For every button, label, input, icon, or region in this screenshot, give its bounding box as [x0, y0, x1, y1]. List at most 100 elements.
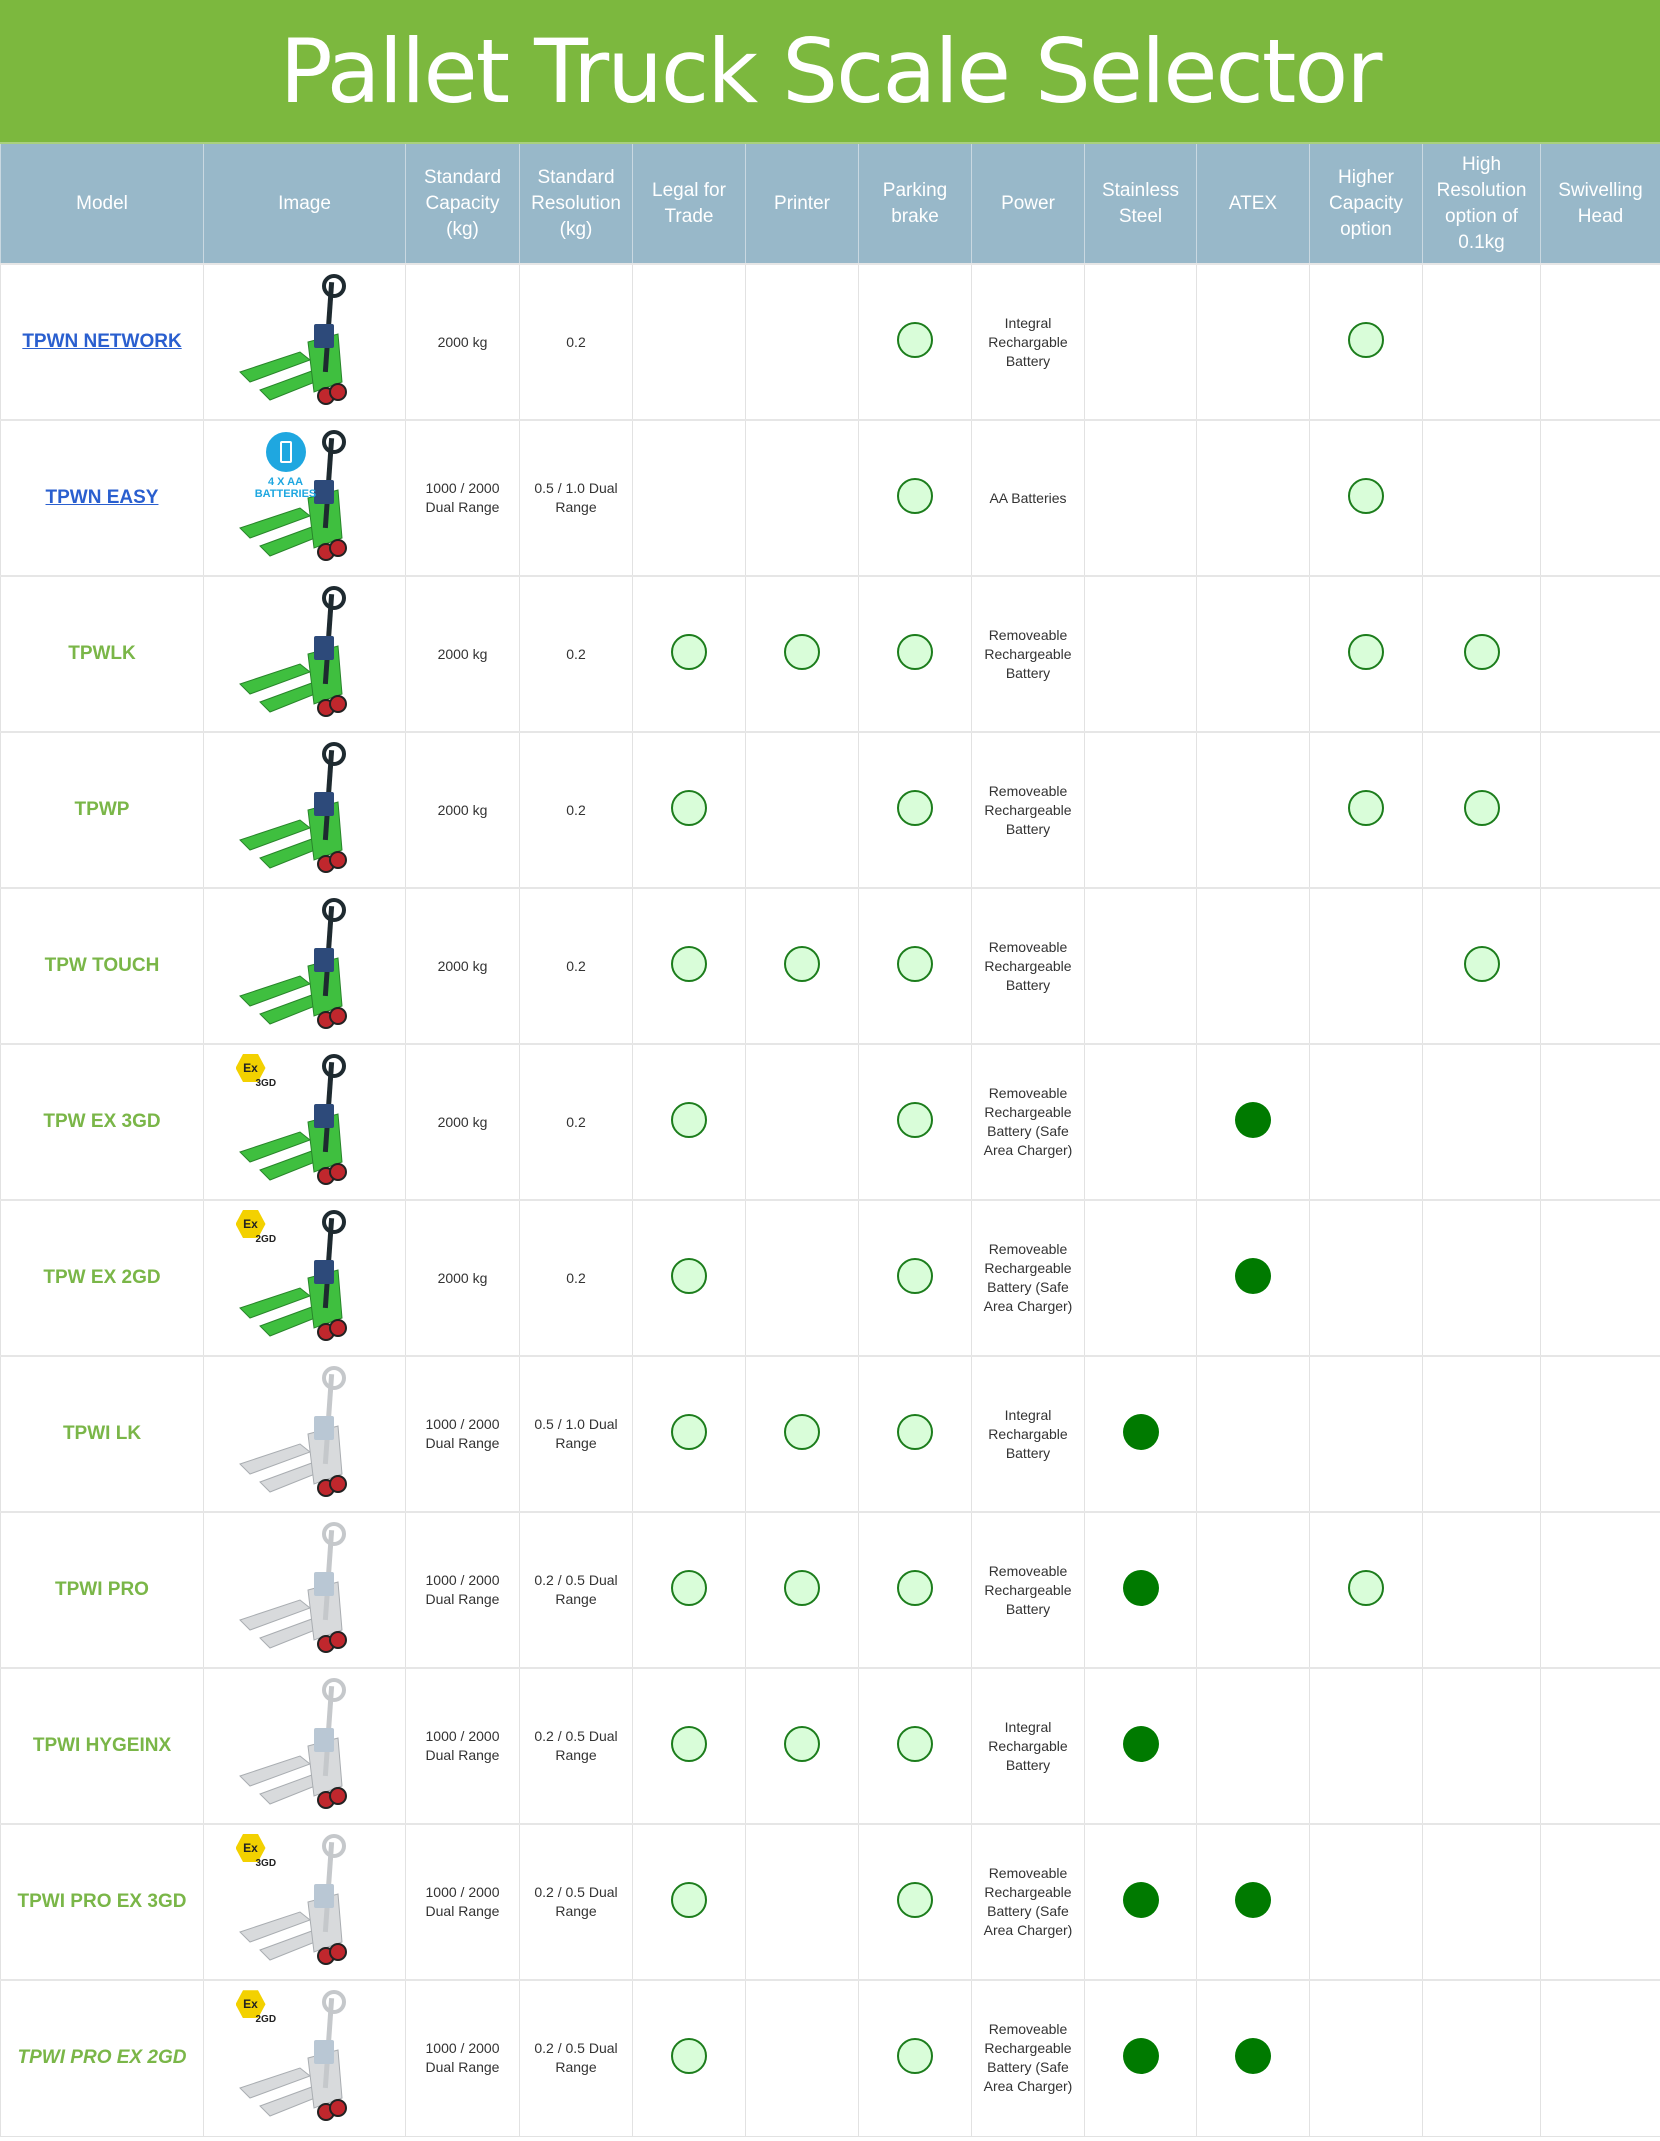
column-header-parking-brake: Parking brake — [858, 142, 972, 265]
swivel-cell — [1540, 1043, 1660, 1201]
model-cell: TPWI LK — [0, 1355, 204, 1513]
filled-circle-icon — [1235, 1881, 1271, 1918]
pallet-truck-icon — [238, 274, 347, 405]
atex-category: 3GD — [255, 1078, 277, 1089]
capacity-cell: 1000 / 2000 Dual Range — [405, 1511, 520, 1669]
highres-cell — [1422, 575, 1541, 733]
image-cell — [203, 887, 406, 1045]
resolution-cell: 0.2 — [519, 731, 633, 889]
image-cell — [203, 575, 406, 733]
swivel-cell — [1540, 419, 1660, 577]
column-header-model: Model — [0, 142, 204, 265]
resolution-cell: 0.2 — [519, 575, 633, 733]
model-cell: TPWI PRO EX 2GD — [0, 1979, 204, 2137]
open-circle-icon — [897, 321, 933, 358]
model-name: TPWI PRO EX 2GD — [17, 2047, 187, 2069]
capacity-cell: 1000 / 2000 Dual Range — [405, 419, 520, 577]
column-header-power: Power — [971, 142, 1085, 265]
atex-category: 2GD — [255, 1234, 277, 1245]
power-cell: Integral Rechargable Battery — [971, 263, 1085, 421]
open-circle-icon — [784, 1725, 820, 1762]
open-circle-icon — [897, 2037, 933, 2074]
higher-cell — [1309, 1667, 1423, 1825]
image-cell — [203, 731, 406, 889]
highres-cell — [1422, 419, 1541, 577]
highres-cell — [1422, 1043, 1541, 1201]
atex-cell — [1196, 1199, 1310, 1357]
open-circle-icon — [1463, 945, 1500, 982]
highres-cell — [1422, 263, 1541, 421]
parking-cell — [858, 887, 972, 1045]
column-header-capacity: Standard Capacity (kg) — [405, 142, 520, 265]
atex-cell — [1196, 419, 1310, 577]
model-cell: TPW EX 2GD — [0, 1199, 204, 1357]
higher-cell — [1309, 419, 1423, 577]
open-circle-icon — [671, 789, 707, 826]
resolution-cell: 0.2 — [519, 1043, 633, 1201]
model-cell: TPWN EASY — [0, 419, 204, 577]
product-image: 4 X AA BATTERIES — [230, 428, 380, 568]
open-circle-icon — [897, 1101, 933, 1138]
column-header-swivelling-head: Swivelling Head — [1540, 142, 1660, 265]
column-header-resolution: Standard Resolution (kg) — [519, 142, 633, 265]
model-name: TPWI PRO — [55, 1579, 149, 1600]
legal-cell — [632, 263, 746, 421]
model-cell: TPWI PRO — [0, 1511, 204, 1669]
printer-cell — [745, 1199, 859, 1357]
stainless-cell — [1084, 1823, 1197, 1981]
resolution-cell: 0.2 — [519, 263, 633, 421]
open-circle-icon — [784, 1569, 820, 1606]
swivel-cell — [1540, 1355, 1660, 1513]
swivel-cell — [1540, 1667, 1660, 1825]
open-circle-icon — [897, 1881, 933, 1918]
open-circle-icon — [671, 633, 707, 670]
highres-cell — [1422, 1823, 1541, 1981]
model-link[interactable]: TPWN NETWORK — [22, 331, 182, 352]
atex-cell — [1196, 1823, 1310, 1981]
open-circle-icon — [784, 1413, 820, 1450]
image-cell — [203, 1511, 406, 1669]
legal-cell — [632, 887, 746, 1045]
product-image — [230, 584, 380, 724]
atex-cell — [1196, 1667, 1310, 1825]
legal-cell — [632, 1199, 746, 1357]
filled-circle-icon — [1122, 2037, 1159, 2074]
product-image — [230, 1676, 380, 1816]
printer-cell — [745, 419, 859, 577]
atex-category: 3GD — [255, 1858, 277, 1869]
image-cell — [203, 1355, 406, 1513]
power-cell: Integral Rechargable Battery — [971, 1355, 1085, 1513]
highres-cell — [1422, 1667, 1541, 1825]
pallet-truck-icon — [238, 1366, 347, 1497]
open-circle-icon — [897, 789, 933, 826]
resolution-cell: 0.2 / 0.5 Dual Range — [519, 1667, 633, 1825]
open-circle-icon — [897, 1413, 933, 1450]
capacity-cell: 2000 kg — [405, 731, 520, 889]
higher-cell — [1309, 575, 1423, 733]
stainless-cell — [1084, 1667, 1197, 1825]
pallet-truck-icon — [238, 1210, 347, 1341]
highres-cell — [1422, 1199, 1541, 1357]
pallet-truck-icon — [238, 1990, 347, 2122]
atex-cell — [1196, 887, 1310, 1045]
swivel-cell — [1540, 263, 1660, 421]
open-circle-icon — [897, 1725, 933, 1762]
higher-cell — [1309, 1355, 1423, 1513]
model-name: TPW EX 3GD — [43, 1111, 161, 1132]
higher-cell — [1309, 1199, 1423, 1357]
model-link[interactable]: TPWN EASY — [45, 487, 159, 508]
legal-cell — [632, 419, 746, 577]
open-circle-icon — [897, 633, 933, 670]
capacity-cell: 2000 kg — [405, 887, 520, 1045]
parking-cell — [858, 575, 972, 733]
